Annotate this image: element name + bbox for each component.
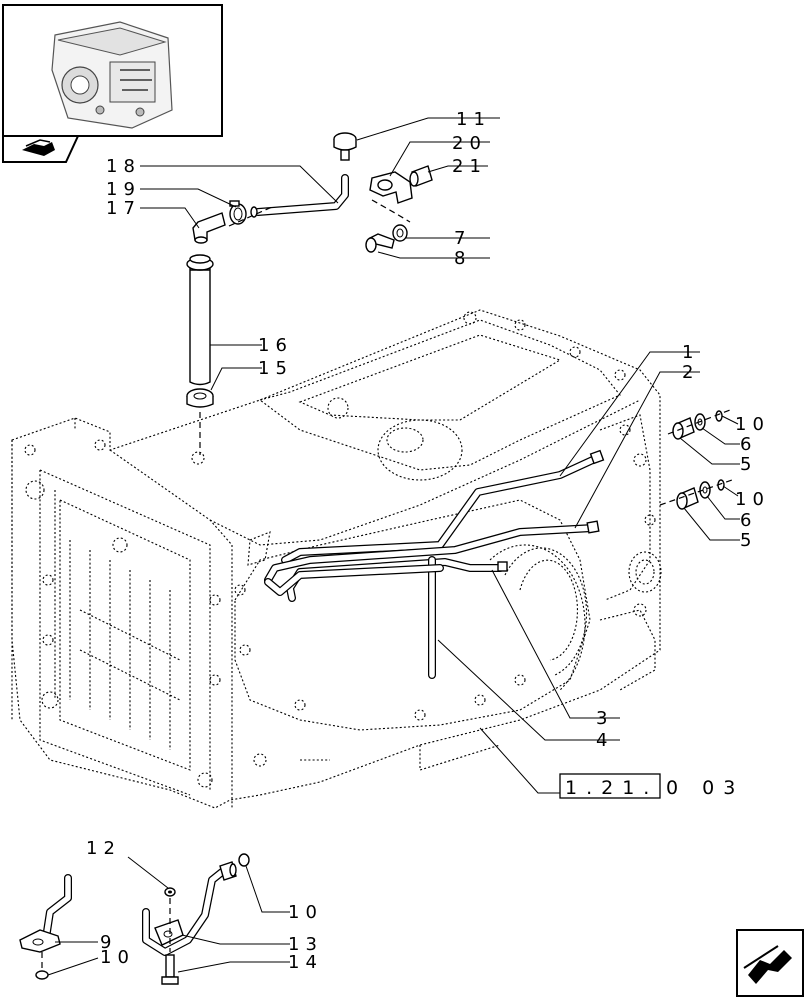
transmission-housing-thumbnail [51, 21, 173, 129]
label-10-lower: 10 [735, 489, 770, 510]
nav-prev-button[interactable] [2, 135, 80, 163]
label-1: 1 [682, 342, 699, 363]
label-8: 8 [454, 248, 471, 269]
label-18: 18 [106, 156, 141, 177]
elbow-fitting-17[interactable] [192, 212, 226, 244]
fitting-5-upper[interactable] [672, 417, 695, 440]
thumbnail-box[interactable] [2, 4, 223, 137]
label-7: 7 [454, 228, 471, 249]
axis-line-clamp [371, 199, 411, 223]
reference-boxed-text: 1.21. [565, 777, 658, 799]
arrow-next-icon [743, 945, 792, 984]
reference-link[interactable]: 1.21. 0 03 [559, 773, 744, 799]
leader-lines [47, 117, 740, 976]
label-10-upper: 10 [735, 414, 770, 435]
plug-10-upper[interactable] [715, 410, 723, 422]
axis-line-19 [228, 206, 273, 227]
transmission-housing [11, 309, 662, 809]
oil-pipes-assembly[interactable] [264, 449, 605, 679]
bolt-8[interactable] [365, 233, 395, 253]
label-17: 17 [106, 198, 141, 219]
bolt-14[interactable] [161, 954, 179, 985]
label-10-bottom: 10 [288, 902, 323, 923]
washer-12[interactable] [164, 887, 176, 897]
label-6-upper: 6 [740, 434, 757, 455]
label-19: 19 [106, 179, 141, 200]
label-20: 20 [452, 133, 487, 154]
pipe-13[interactable] [142, 861, 237, 956]
spacer-21[interactable] [409, 165, 433, 187]
seal-10-bottom[interactable] [238, 853, 250, 867]
label-16: 16 [258, 335, 293, 356]
label-3: 3 [596, 708, 613, 729]
label-5-lower: 5 [740, 530, 757, 551]
pipe-9[interactable] [19, 874, 72, 953]
reference-rest-text: 0 03 [666, 777, 744, 799]
breather-pipe-18[interactable] [250, 174, 349, 218]
callout-labels: 11 20 21 7 8 18 19 17 16 15 1 2 10 6 5 1… [86, 109, 770, 973]
label-9: 9 [100, 932, 117, 953]
nav-next-button[interactable] [736, 929, 804, 997]
label-12: 12 [86, 838, 121, 859]
grommet-15[interactable] [186, 388, 214, 408]
label-6-lower: 6 [740, 510, 757, 531]
clamp-20[interactable] [369, 171, 413, 204]
breather-cap-11[interactable] [333, 132, 357, 161]
label-21: 21 [452, 156, 487, 177]
label-2: 2 [682, 362, 699, 383]
label-5-upper: 5 [740, 454, 757, 475]
label-13: 13 [288, 934, 323, 955]
hose-clip-19[interactable] [229, 200, 247, 225]
label-11: 11 [456, 109, 491, 130]
breather-tube-16[interactable] [186, 254, 214, 386]
label-14: 14 [288, 952, 323, 973]
arrow-prev-icon [22, 139, 55, 156]
washer-10-bottom-left[interactable] [35, 970, 49, 980]
axis-line-right-lower [659, 479, 733, 506]
label-4: 4 [596, 730, 613, 751]
label-10-bottom-left: 10 [100, 947, 135, 968]
washer-7[interactable] [392, 224, 408, 242]
axis-line-right-upper [667, 409, 731, 435]
label-15: 15 [258, 358, 293, 379]
